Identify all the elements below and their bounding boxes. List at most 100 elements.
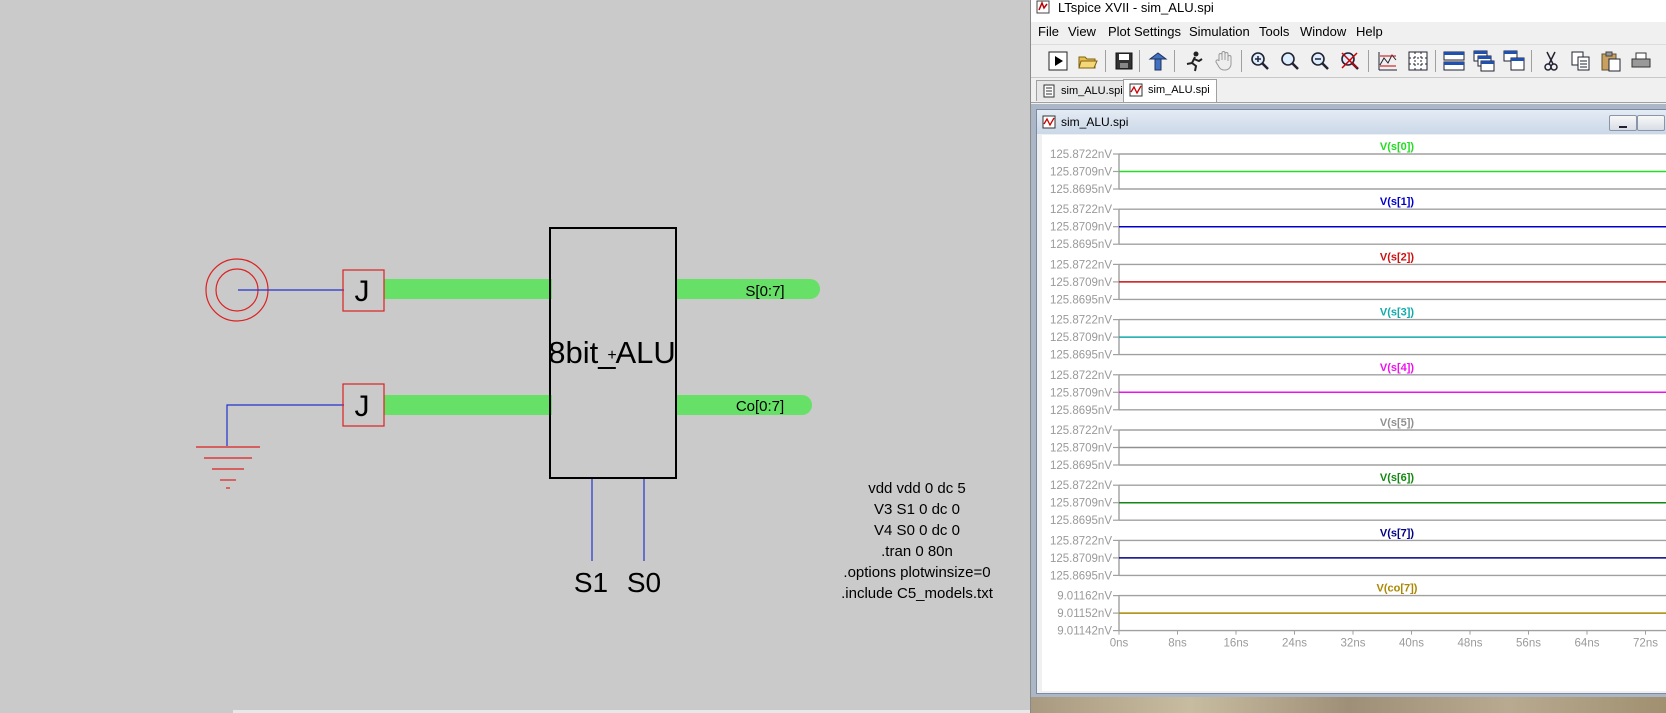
bus-wire-co-out[interactable] (677, 395, 812, 415)
plot-window-titlebar[interactable]: sim_ALU.spi (1037, 110, 1666, 134)
trace-label[interactable]: V(s[5]) (1380, 417, 1415, 429)
y-tick-label: 9.01152nV (1057, 608, 1112, 620)
pin-label-s0: S0 (627, 567, 661, 598)
x-tick-label: 16ns (1224, 638, 1249, 650)
y-tick-label: 125.8722nV (1050, 480, 1112, 492)
x-tick-label: 64ns (1575, 638, 1600, 650)
desktop-background (1031, 697, 1666, 713)
net-label-s[interactable]: S[0:7] (745, 283, 784, 300)
tile-horizontal-icon[interactable] (1441, 48, 1467, 74)
port-box-bottom[interactable] (342, 383, 385, 427)
open-icon[interactable] (1075, 48, 1101, 74)
tile-vertical-icon[interactable] (1501, 48, 1527, 74)
y-tick-label: 125.8695nV (1050, 570, 1112, 582)
schematic-bottom-edge (233, 710, 1030, 713)
bus-wire-bottom[interactable] (384, 395, 552, 415)
trace-label[interactable]: V(s[4]) (1380, 362, 1415, 374)
netlist-icon (1043, 84, 1055, 98)
y-tick-label: 125.8722nV (1050, 149, 1112, 161)
directive-line: V3 S1 0 dc 0 (874, 501, 960, 518)
document-tabs: sim_ALU.spi sim_ALU.spi (1031, 78, 1666, 103)
trace-label[interactable]: V(s[7]) (1380, 527, 1415, 539)
bus-wire-top[interactable] (384, 279, 552, 299)
x-tick-label: 72ns (1633, 638, 1658, 650)
x-tick-label: 56ns (1516, 638, 1541, 650)
waveform-plot[interactable]: V(s[0]) 125.8722nV 125.8709nV 125.8695nV V(s… (1042, 135, 1666, 691)
pin-label-s1: S1 (574, 567, 608, 598)
halt-icon[interactable] (1181, 48, 1207, 74)
menu-tools[interactable]: Tools (1259, 24, 1290, 39)
alu-block[interactable] (549, 227, 677, 479)
zoom-area-icon[interactable] (1277, 48, 1303, 74)
grid-icon[interactable] (1405, 48, 1431, 74)
trace-label[interactable]: V(co[7]) (1377, 583, 1418, 595)
trace-label[interactable]: V(s[6]) (1380, 472, 1415, 484)
trace-label[interactable]: V(s[3]) (1380, 307, 1415, 319)
x-tick-label: 24ns (1282, 638, 1307, 650)
trace-label[interactable]: V(s[0]) (1380, 141, 1415, 153)
tab-waveform[interactable]: sim_ALU.spi (1123, 79, 1217, 102)
save-icon[interactable] (1111, 48, 1137, 74)
y-tick-label: 125.8709nV (1050, 498, 1112, 510)
zoom-in-icon[interactable] (1247, 48, 1273, 74)
directive-line: V4 S0 0 dc 0 (874, 522, 960, 539)
mdi-area: sim_ALU.spi V(s[0]) 125.8722nV 125.8709nV 1… (1031, 104, 1666, 697)
tab-netlist[interactable]: sim_ALU.spi (1036, 80, 1130, 101)
y-tick-label: 125.8722nV (1050, 204, 1112, 216)
plot-window-title: sim_ALU.spi (1061, 115, 1129, 129)
alu-block-label: 8bit_ALU (548, 335, 676, 370)
control-panel-icon[interactable] (1145, 48, 1171, 74)
y-tick-label: 125.8722nV (1050, 259, 1112, 271)
pan-icon[interactable] (1211, 48, 1237, 74)
ground-symbol[interactable] (196, 446, 260, 489)
cascade-icon[interactable] (1471, 48, 1497, 74)
y-tick-label: 125.8709nV (1050, 332, 1112, 344)
y-tick-label: 125.8695nV (1050, 294, 1112, 306)
schematic-canvas[interactable]: J J 8bit_ALU + S1 S0 S[0:7] Co[0:7] (0, 0, 1030, 713)
print-icon[interactable] (1628, 48, 1654, 74)
directive-line: .include C5_models.txt (841, 585, 993, 602)
menu-file[interactable]: File (1038, 24, 1059, 39)
y-tick-label: 125.8709nV (1050, 222, 1112, 234)
trace-label[interactable]: V(s[2]) (1380, 251, 1415, 263)
y-tick-label: 125.8695nV (1050, 515, 1112, 527)
menu-plot-settings[interactable]: Plot Settings (1108, 24, 1181, 39)
bus-wire-s-out[interactable] (677, 279, 820, 299)
menu-simulation[interactable]: Simulation (1189, 24, 1250, 39)
y-tick-label: 125.8709nV (1050, 277, 1112, 289)
menu-window[interactable]: Window (1300, 24, 1347, 39)
trace-label[interactable]: V(s[1]) (1380, 196, 1415, 208)
paste-icon[interactable] (1598, 48, 1624, 74)
y-tick-label: 125.8722nV (1050, 535, 1112, 547)
minimize-button[interactable] (1609, 115, 1637, 131)
menu-view[interactable]: View (1068, 24, 1096, 39)
net-label-co[interactable]: Co[0:7] (736, 398, 784, 415)
cut-icon[interactable] (1538, 48, 1564, 74)
plot-window[interactable]: sim_ALU.spi V(s[0]) 125.8722nV 125.8709nV 1… (1036, 109, 1666, 694)
zoom-out-icon[interactable] (1307, 48, 1333, 74)
port-label-bottom: J (355, 390, 370, 423)
spice-directives[interactable]: vdd vdd 0 dc 5 V3 S1 0 dc 0 V4 S0 0 dc 0… (822, 478, 1012, 604)
y-tick-label: 125.8695nV (1050, 405, 1112, 417)
y-tick-label: 125.8722nV (1050, 370, 1112, 382)
crosshair-icon: + (607, 347, 616, 364)
x-tick-label: 32ns (1341, 638, 1366, 650)
window-title: LTspice XVII - sim_ALU.spi (1058, 0, 1214, 15)
zoom-fit-icon[interactable] (1337, 48, 1363, 74)
port-box-top[interactable] (342, 269, 385, 312)
run-icon[interactable] (1045, 48, 1071, 74)
menu-bar: File View Plot Settings Simulation Tools… (1031, 22, 1666, 42)
menu-help[interactable]: Help (1356, 24, 1383, 39)
copy-icon[interactable] (1568, 48, 1594, 74)
y-tick-label: 125.8695nV (1050, 350, 1112, 362)
directive-line: vdd vdd 0 dc 5 (868, 480, 966, 497)
y-tick-label: 125.8709nV (1050, 387, 1112, 399)
waveform-icon (1129, 83, 1143, 97)
y-tick-label: 125.8695nV (1050, 460, 1112, 472)
autorange-icon[interactable] (1375, 48, 1401, 74)
restore-button[interactable] (1637, 115, 1665, 131)
window-titlebar[interactable]: LTspice XVII - sim_ALU.spi (1031, 0, 1666, 22)
x-tick-label: 40ns (1399, 638, 1424, 650)
y-tick-label: 125.8722nV (1050, 315, 1112, 327)
wire-gnd[interactable] (226, 404, 344, 446)
